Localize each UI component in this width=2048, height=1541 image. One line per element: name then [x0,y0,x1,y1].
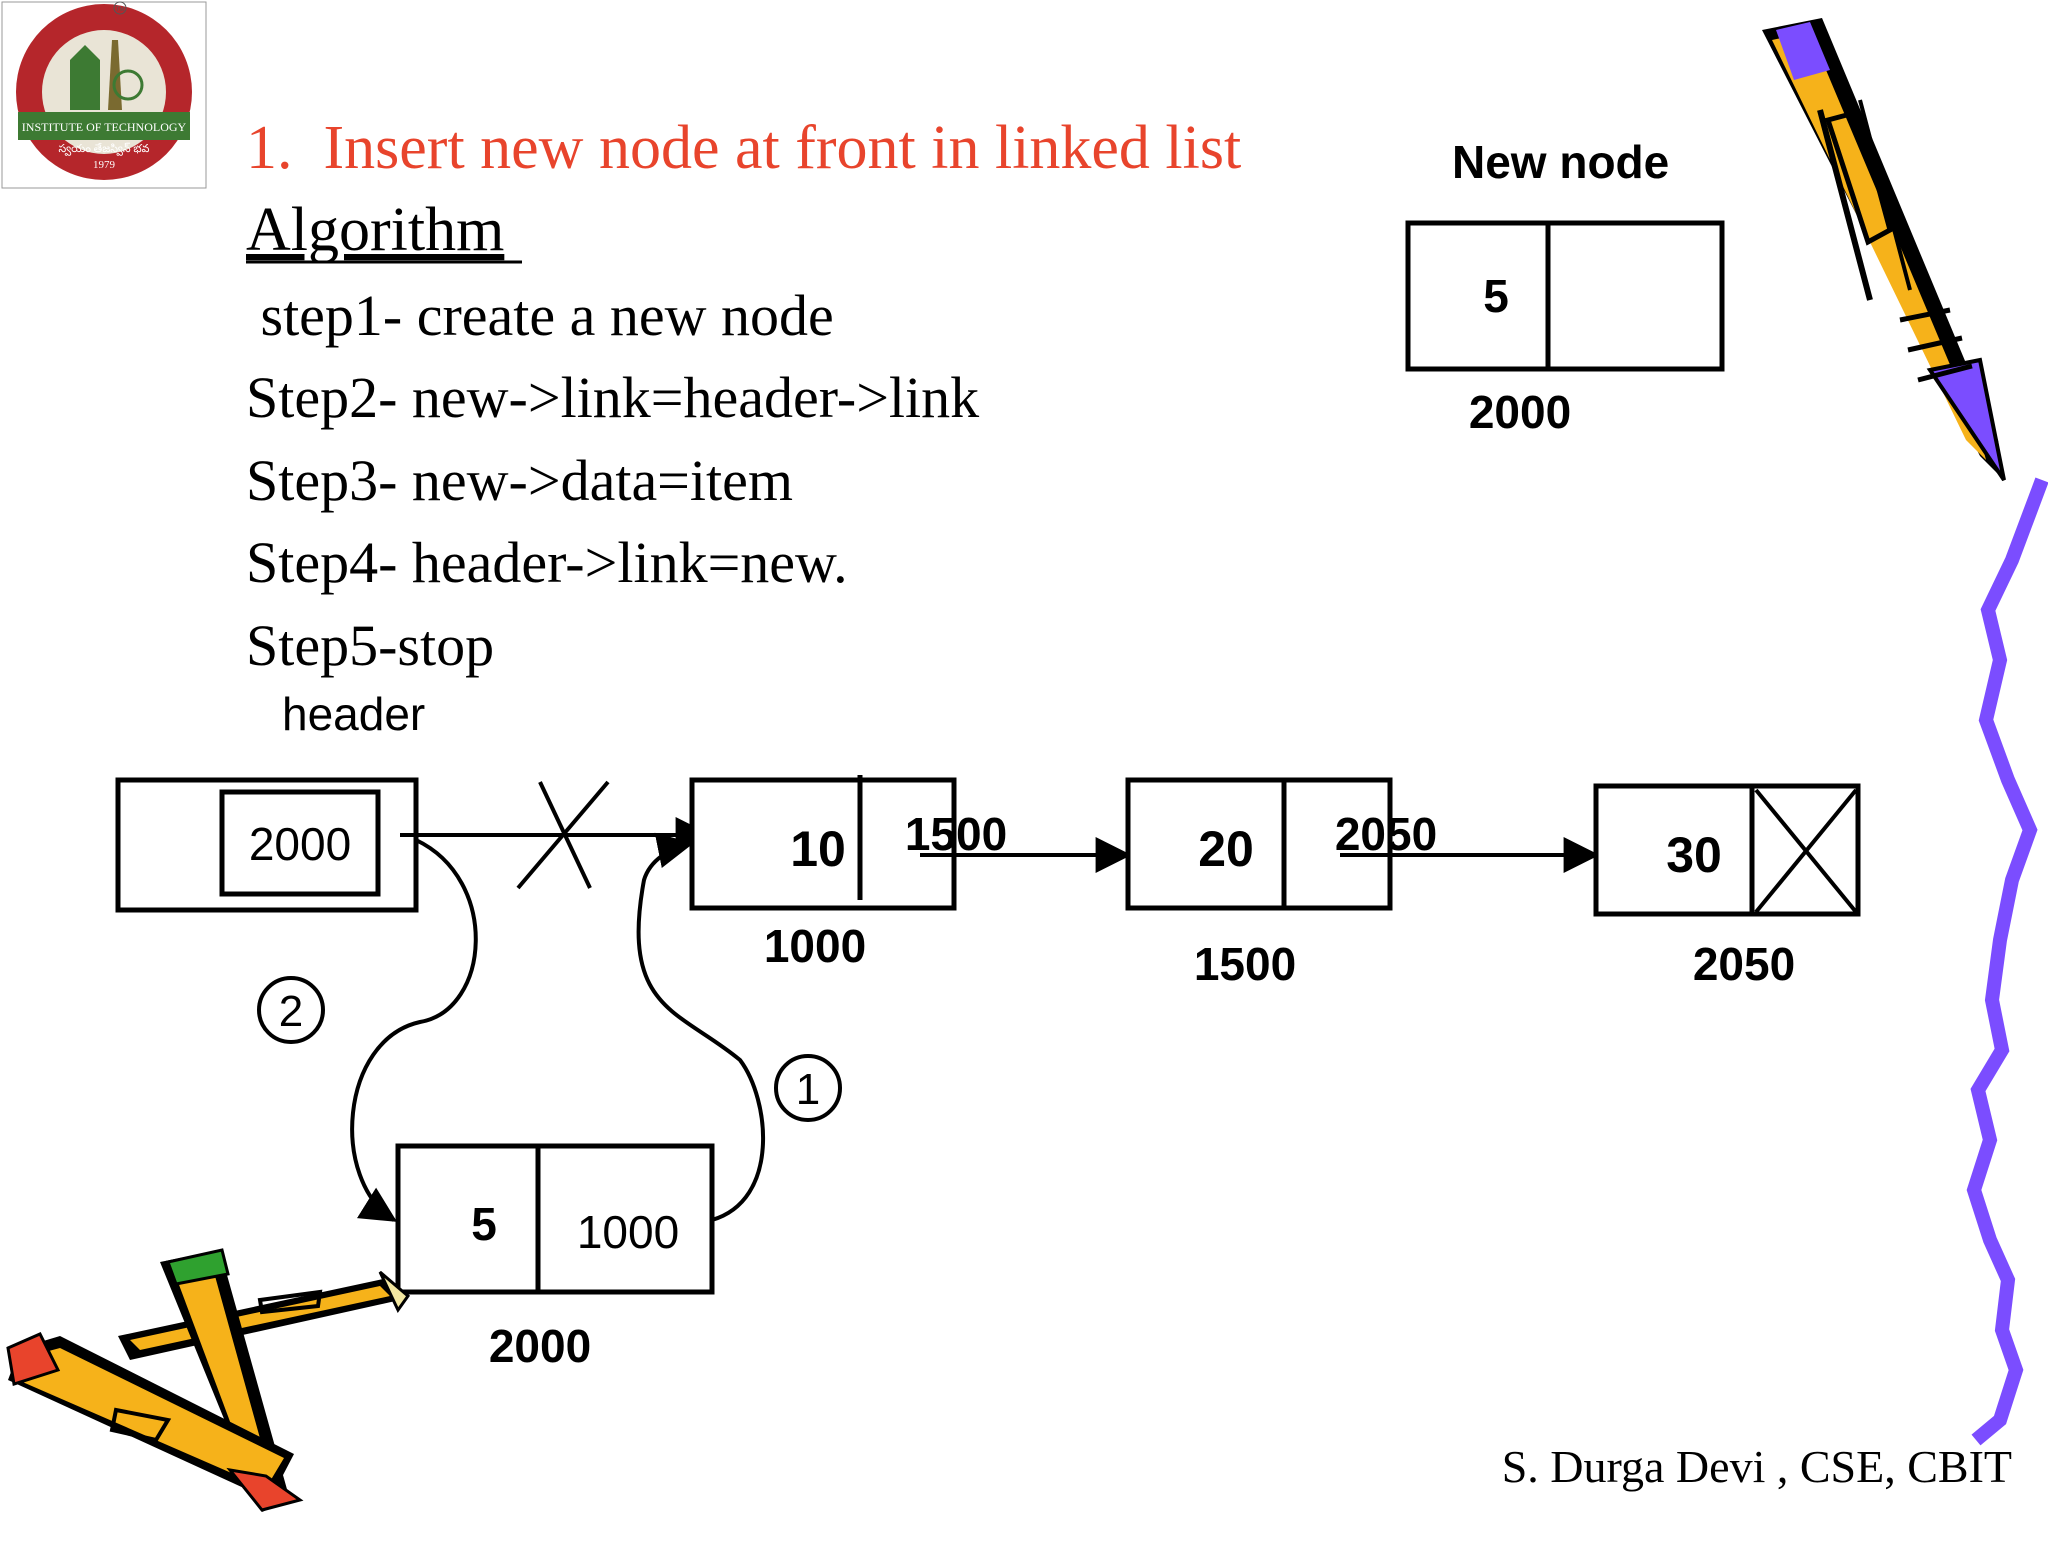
curved-arrow-step-2 [350,838,478,1222]
null-link-icon [1754,788,1858,914]
step-5: Step5-stop [246,613,494,678]
new-node-address: 2000 [1469,386,1571,438]
list-node-3-data: 30 [1666,827,1722,883]
inserted-node-box [395,1143,715,1295]
logo-subtitle: INSTITUTE OF TECHNOLOGY [22,120,187,134]
college-logo-icon: INSTITUTE OF TECHNOLOGY స్వయం తేజస్విన్ … [1,1,207,189]
squiggle-decoration [1966,477,2048,1446]
crossed-pencils-icon [6,1248,411,1512]
algorithm-heading: Algorithm [246,196,504,264]
cross-out-line [538,781,592,889]
header-link-box [219,789,381,897]
step-marker-2 [257,976,325,1044]
list-node-1-data: 10 [790,821,846,877]
step-marker-1 [774,1054,842,1122]
step-2: Step2- new->link=header->link [246,365,979,430]
step-marker-1-label: 1 [796,1065,820,1114]
footer-credit: S. Durga Devi , CSE, CBIT [1502,1441,2012,1492]
list-node-3-box [1593,783,1861,917]
step-1: step1- create a new node [246,283,834,348]
new-node-data: 5 [1483,270,1509,322]
slide-title: 1. Insert new node at front in linked li… [246,114,1241,182]
list-node-2-box [1125,777,1393,911]
logo-year: 1979 [93,159,116,171]
list-node-1-link: 1500 [905,808,1007,860]
logo-tm: TM [116,7,125,13]
header-node-value: 2000 [249,818,351,870]
curved-arrow-step-1 [636,832,766,1222]
list-node-2-data: 20 [1198,821,1254,877]
new-node-label: New node [1452,136,1669,188]
list-node-2-address: 1500 [1194,938,1296,990]
list-node-3-address: 2050 [1693,938,1795,990]
inserted-node-data: 5 [471,1198,497,1250]
new-node-box [1405,220,1725,372]
list-node-2-link: 2050 [1335,808,1437,860]
header-label: header [282,688,425,740]
step-3: Step3- new->data=item [246,448,793,513]
step-4: Step4- header->link=new. [246,530,848,595]
inserted-node-address: 2000 [489,1320,591,1372]
inserted-node-link: 1000 [577,1206,679,1258]
logo-tagline: స్వయం తేజస్విన్ భవ [59,142,150,156]
list-node-1-address: 1000 [764,920,866,972]
pencil-icon [1762,18,2006,482]
step-marker-2-label: 2 [279,987,303,1036]
